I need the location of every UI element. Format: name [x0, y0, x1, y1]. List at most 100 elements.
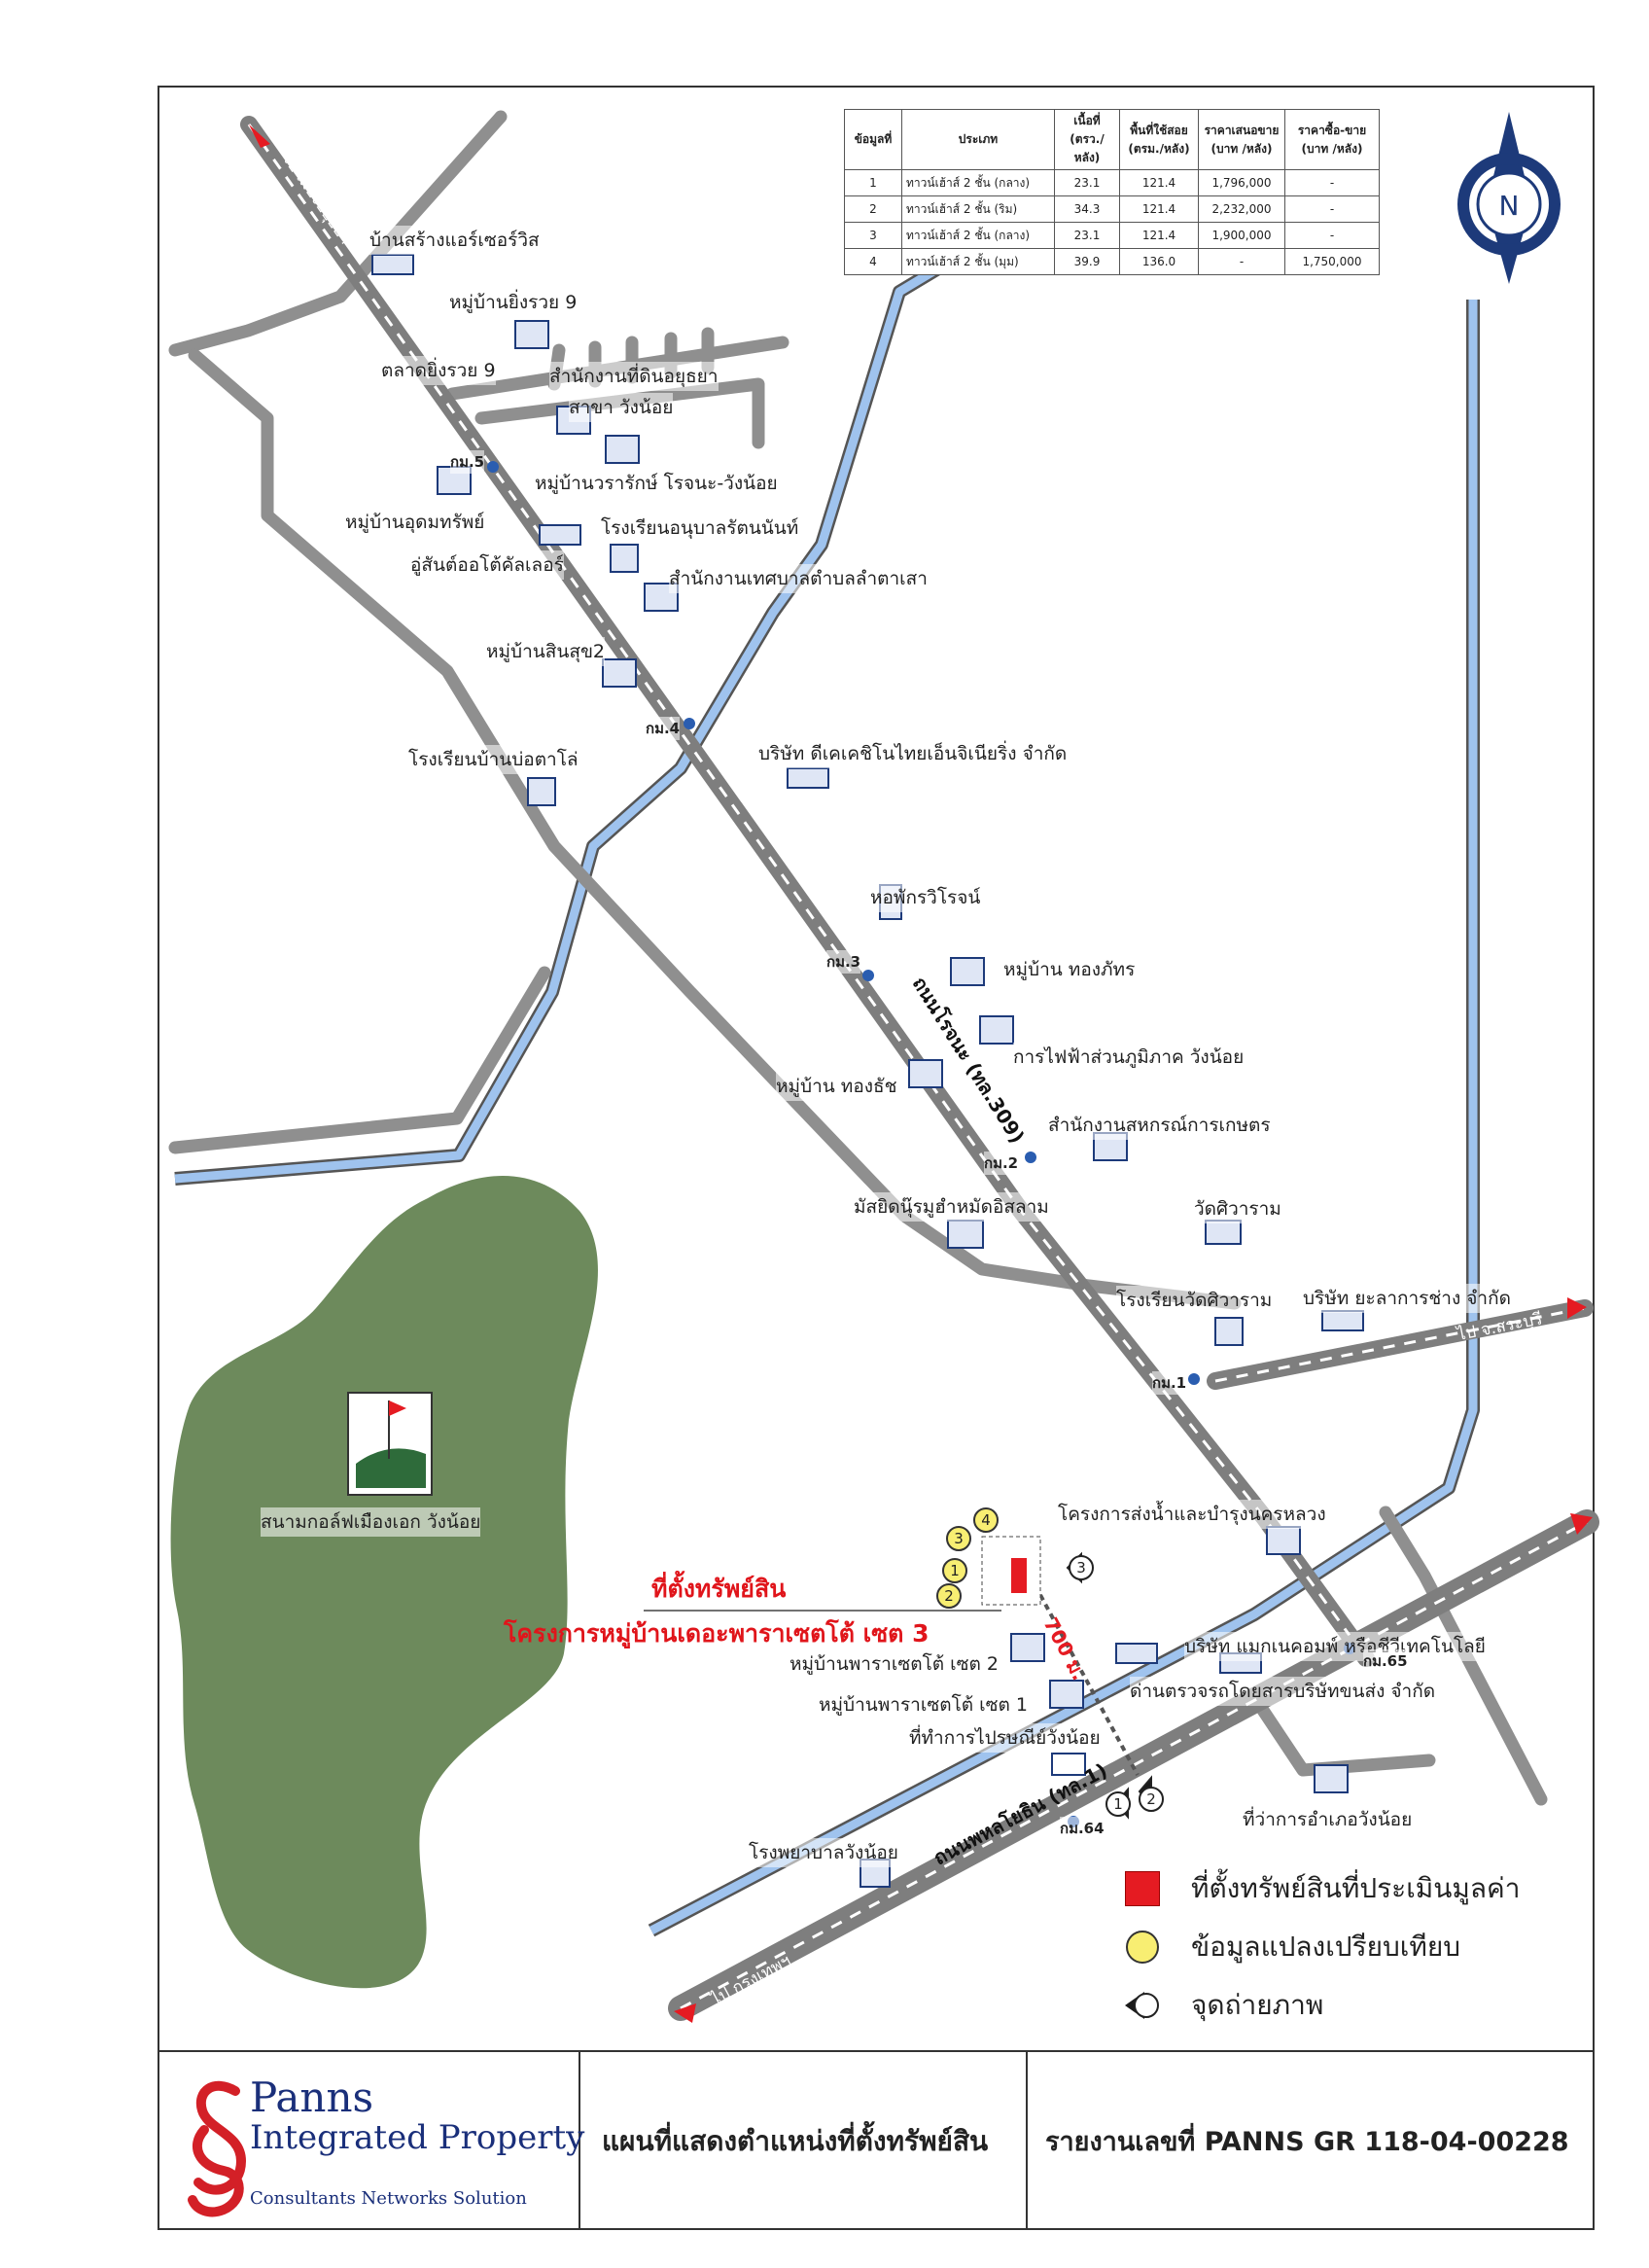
canal-right-water [649, 300, 1478, 1934]
km-marker-icon [487, 461, 499, 473]
map-label: หมู่บ้านอุดมทรัพย์ [345, 508, 485, 537]
house-icon [605, 435, 640, 464]
table-header: ราคาเสนอขาย(บาท /หลัง) [1198, 109, 1285, 170]
table-header: เนื้อที่(ตรว./หลัง) [1054, 109, 1120, 170]
map-label: หมู่บ้านวรารักษ์ โรจนะ-วังน้อย [535, 469, 778, 498]
table-header: ราคาซื้อ-ขาย(บาท /หลัง) [1284, 109, 1380, 170]
compass-letter: N [1499, 190, 1520, 222]
photo-point-label: 2 [1146, 1790, 1156, 1808]
road-south-loop [1247, 1690, 1436, 1777]
map-label: โรงเรียนวัดศิวาราม [1116, 1286, 1273, 1315]
km-label: กม.4 [646, 717, 681, 740]
arrow-ayutthaya [249, 124, 270, 148]
comparable-label: 2 [944, 1587, 954, 1605]
golf-course-area [170, 1175, 598, 1989]
golf-flag-icon [347, 1392, 433, 1496]
road-nw-branch [168, 110, 508, 357]
footer: Panns Integrated Property Consultants Ne… [158, 2050, 1595, 2230]
house-icon [514, 320, 549, 349]
house-icon [950, 957, 985, 986]
report-number: รายงานเลขที่ PANNS GR 118-04-00228 [1045, 2127, 1569, 2157]
house-icon [1049, 1680, 1084, 1709]
logo-panns: Panns [250, 2073, 374, 2121]
photo-point-label: 3 [1076, 1559, 1086, 1577]
map-label: หมู่บ้านพาราเซตโต้ เซต 2 [789, 1649, 1000, 1679]
square-icon [1125, 1871, 1160, 1906]
map-frame [158, 86, 1595, 2230]
map-label: บ้านสร้างแอร์เซอร์วิส [369, 226, 540, 255]
map-label: สำนักงานที่ดินอยุธยา [549, 362, 719, 391]
map-label: มัสยิดนุ๊รมูฮำหมัดอิสลาม [854, 1192, 1049, 1222]
temple-icon [1205, 1220, 1242, 1245]
map-label: ตลาดยิ่งรวย 9 [381, 356, 496, 385]
distance-label: 700 ม. [1039, 1613, 1092, 1684]
map-label: โครงการส่งน้ำและบำรุงนครหลวง [1058, 1500, 1326, 1529]
km-label: กม.2 [984, 1152, 1019, 1175]
legend-item-subject: ที่ตั้งทรัพย์สินที่ประเมินมูลค่า [1123, 1860, 1580, 1918]
shop-icon [1321, 1310, 1364, 1331]
km-label: กม.65 [1363, 1649, 1408, 1673]
table-header: พื้นที่ใช้สอย(ตรม./หลัง) [1119, 109, 1199, 170]
table-header-row: ข้อมูลที่ ประเภท เนื้อที่(ตรว./หลัง) พื้… [844, 109, 1380, 170]
photo-point-icon [1125, 1992, 1159, 2019]
canal-upper-water [174, 241, 980, 1184]
road-west-long [188, 348, 1242, 1310]
map-label: บริษัท ดีเคเคชิโนไทยเอ็นจิเนียริ่ง จำกัด [758, 739, 1068, 768]
shop-icon [787, 767, 829, 789]
shop-icon [1115, 1643, 1158, 1664]
legend-item-photo: จุดถ่ายภาพ [1123, 1976, 1580, 2035]
road-east-far [1379, 1506, 1548, 1806]
comparable-marker-2 [936, 1583, 962, 1609]
comparable-marker-3 [946, 1526, 971, 1551]
road-saraburi [1207, 1299, 1594, 1390]
house-icon [1010, 1633, 1045, 1662]
map-label: หมู่บ้านยิ่งรวย 9 [449, 288, 578, 317]
arrow-bangkok [674, 2003, 696, 2023]
map-label: สาขา วังน้อย [569, 393, 674, 422]
subject-property-marker [644, 1536, 1041, 1612]
comparable-label: 1 [950, 1562, 960, 1579]
km-marker-icon [862, 970, 874, 981]
shop-icon [371, 254, 414, 275]
map-label: โรงพยาบาลวังน้อย [749, 1838, 898, 1867]
arrow-nongkhae [1570, 1513, 1593, 1535]
km-label: กม.64 [1060, 1817, 1105, 1840]
map-label: ที่ว่าการอำเภอวังน้อย [1243, 1805, 1413, 1834]
map-label: หมู่บ้านสินสุข2 [486, 637, 606, 666]
map-title: แผนที่แสดงตำแหน่งที่ตั้งทรัพย์สิน [602, 2125, 989, 2157]
comparable-marker-4 [973, 1507, 999, 1533]
logo-integrated-property: Integrated Property [250, 2118, 585, 2157]
map-label: ด่านตรวจรถโดยสารบริษัทขนส่ง จำกัด [1130, 1677, 1436, 1706]
legend: ที่ตั้งทรัพย์สินที่ประเมินมูลค่า ข้อมูลแ… [1123, 1860, 1580, 2035]
circle-icon [1126, 1931, 1159, 1964]
map-label: วัดศิวาราม [1194, 1194, 1281, 1223]
photo-point-label: 1 [1113, 1795, 1123, 1813]
map-label: โรงเรียนบ้านบ่อตาโล่ [408, 745, 579, 774]
photo-point-icon [1066, 1551, 1164, 1820]
comparison-table: ข้อมูลที่ ประเภท เนื้อที่(ตรว./หลัง) พื้… [844, 109, 1380, 275]
school-icon [610, 544, 639, 573]
logo-tagline: Consultants Networks Solution [250, 2188, 527, 2209]
footer-title-cell: แผนที่แสดงตำแหน่งที่ตั้งทรัพย์สิน [580, 2052, 1028, 2230]
school-icon [527, 777, 556, 806]
subject-project-label: โครงการหมู่บ้านเดอะพาราเซตโต้ เซต 3 [504, 1619, 930, 1648]
map-label: ที่ทำการไปรษณีย์วังน้อย [909, 1723, 1101, 1753]
km-label: กม.5 [450, 450, 485, 474]
map-label: บริษัท ยะลาการช่าง จำกัด [1303, 1284, 1511, 1313]
office-icon [1266, 1526, 1301, 1555]
comparable-marker-1 [942, 1558, 967, 1583]
footer-report-cell: รายงานเลขที่ PANNS GR 118-04-00228 [1028, 2052, 1595, 2230]
map-label: สำนักงานสหกรณ์การเกษตร [1048, 1111, 1271, 1140]
map-label: โรงเรียนอนุบาลรัตนนันท์ [601, 514, 799, 543]
table-header: ประเภท [901, 109, 1055, 170]
subject-label: ที่ตั้งทรัพย์สิน [651, 1575, 787, 1603]
legend-item-comparable: ข้อมูลแปลงเปรียบเทียบ [1123, 1918, 1580, 1976]
km-marker-icon [684, 718, 695, 729]
km-marker-icon [1188, 1373, 1200, 1385]
map-label: อู่สันต์ออโต้คัลเลอร์ [410, 550, 564, 580]
house-icon [908, 1059, 943, 1088]
comparable-label: 3 [954, 1530, 964, 1547]
